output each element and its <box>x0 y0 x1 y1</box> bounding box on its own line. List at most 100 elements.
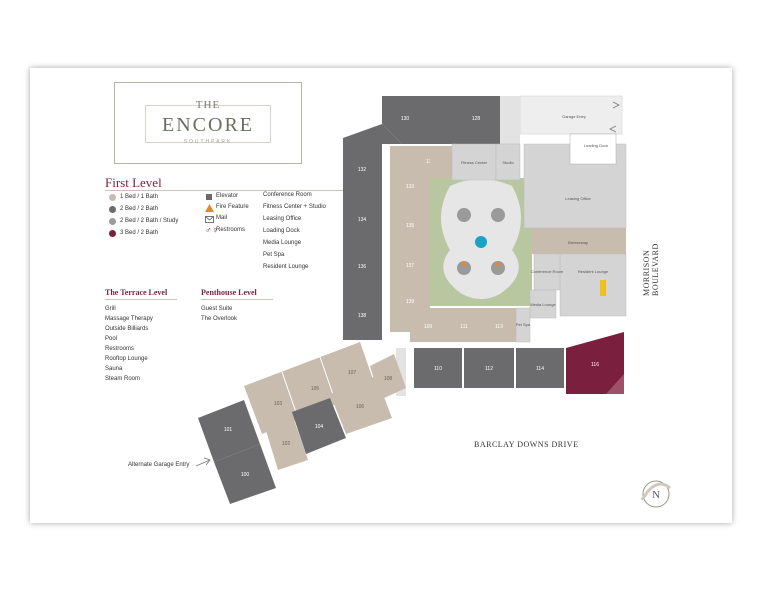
loading-dock <box>569 133 617 165</box>
penthouse-item: The Overlook <box>201 316 238 322</box>
unit-138 <box>343 290 382 340</box>
amenity-label: Loading Dock <box>263 228 300 234</box>
terrace-item: Grill <box>105 306 116 312</box>
studio <box>495 143 521 181</box>
unit-131 <box>390 146 430 176</box>
media-lounge-label: Media Lounge <box>530 302 556 307</box>
symbol-label: Fire Feature <box>216 204 249 210</box>
service-room <box>396 348 406 396</box>
unit-101 <box>198 400 260 462</box>
unit-label: 136 <box>358 264 367 270</box>
breezeway-label: Breezeway <box>568 240 588 245</box>
restroom-icon: ♂♀ <box>205 225 219 235</box>
fire-icon <box>205 204 214 212</box>
arrow-icon <box>195 459 211 467</box>
unit-label: 109 <box>424 324 433 330</box>
unit-128 <box>450 96 500 144</box>
amenity-label: Pet Spa <box>263 252 285 258</box>
terrace-level-title: The Terrace Level <box>105 288 168 297</box>
first-level-title: First Level <box>105 175 162 190</box>
unit-label: 100 <box>241 472 250 478</box>
terrace-item: Restrooms <box>105 346 135 352</box>
amenity-label: Fitness Center + Studio <box>263 204 326 210</box>
unit-112 <box>464 348 514 388</box>
leasing-office-label: Leasing Office <box>565 196 591 201</box>
wing-upper-units <box>244 342 376 434</box>
unit-type-label: 1 Bed / 1 Bath <box>120 194 159 200</box>
unit-type-swatch <box>109 218 116 225</box>
fitness-center-label: Fitness Center <box>461 160 488 165</box>
terrace-item: Sauna <box>105 366 123 372</box>
symbol-label: Mail <box>216 215 228 221</box>
service-room <box>500 96 520 144</box>
unit-106 <box>330 376 392 434</box>
unit-136 <box>343 242 382 290</box>
amenity-label: Leasing Office <box>263 216 302 222</box>
unit-116-patio <box>606 374 624 394</box>
unit-label: 110 <box>434 366 442 372</box>
garage-entry-area <box>519 95 623 135</box>
logo-name: ENCORE <box>162 114 254 136</box>
unit-label: 103 <box>274 401 283 407</box>
unit-label: 128 <box>472 116 481 122</box>
fitness-center <box>451 143 497 181</box>
unit-type-label: 3 Bed / 2 Bath <box>120 230 159 236</box>
unit-135 <box>390 206 430 246</box>
unit-113 <box>482 308 516 342</box>
elevator-icon <box>206 194 212 200</box>
studio-label: Studio <box>502 160 514 165</box>
amenity-label: Resident Lounge <box>263 264 309 270</box>
fire-icon <box>461 261 467 266</box>
garage-entry-label: Garage Entry <box>562 114 586 119</box>
unit-102 <box>264 414 308 470</box>
unit-label: 113 <box>495 324 503 330</box>
pet-spa <box>515 307 531 343</box>
divider <box>105 190 357 191</box>
symbol-label: Elevator <box>216 193 239 199</box>
arrow-left-icon <box>609 125 617 133</box>
terrace-item: Outside Billiards <box>105 326 149 332</box>
unit-133 <box>390 176 430 206</box>
arrow-right-icon <box>612 101 620 109</box>
alternate-garage-label: Alternate Garage Entry <box>128 462 190 468</box>
breezeway <box>532 228 626 254</box>
unit-type-swatch <box>109 206 116 213</box>
amenity-label: Conference Room <box>263 192 312 198</box>
unit-label: 104 <box>315 424 324 430</box>
floor-plan-map: Garage Entry 130 128 132 134 136 138 131… <box>195 95 671 508</box>
seating-area <box>491 261 505 275</box>
site-map-card: THE ENCORE SOUTHPARK First Level 1 Bed /… <box>30 68 732 523</box>
barclay-street-label: BARCLAY DOWNS DRIVE <box>474 440 579 449</box>
unit-label: 111 <box>460 324 468 330</box>
logo-the: THE <box>195 99 221 111</box>
logo-sub: SOUTHPARK <box>183 139 233 145</box>
unit-109 <box>410 308 446 342</box>
unit-label: 139 <box>406 299 415 305</box>
resident-lounge-label: Resident Lounge <box>578 269 609 274</box>
unit-type-swatch <box>109 194 116 201</box>
unit-114 <box>516 348 564 388</box>
unit-137 <box>390 246 430 286</box>
encore-logo <box>114 82 302 164</box>
unit-label: 132 <box>358 167 367 173</box>
unit-label: 107 <box>348 370 357 376</box>
morrison-street-label: MORRISON BOULEVARD <box>642 243 660 296</box>
unit-label: 137 <box>406 263 415 269</box>
unit-label: 133 <box>406 184 415 190</box>
fire-icon <box>495 261 501 266</box>
unit-130 <box>382 96 450 144</box>
divider <box>105 299 177 300</box>
unit-type-swatch <box>109 230 116 237</box>
mail-icon <box>205 216 214 223</box>
unit-110 <box>414 348 462 388</box>
penthouse-level-title: Penthouse Level <box>201 288 257 297</box>
seating-area <box>457 208 471 222</box>
terrace-item: Steam Room <box>105 376 141 382</box>
unit-label: 106 <box>356 404 365 410</box>
unit-111 <box>446 308 482 342</box>
unit-label: 130 <box>401 116 410 122</box>
unit-116 <box>566 332 624 394</box>
unit-label: 112 <box>485 366 493 372</box>
unit-label: 114 <box>536 366 544 372</box>
media-lounge <box>529 289 557 319</box>
